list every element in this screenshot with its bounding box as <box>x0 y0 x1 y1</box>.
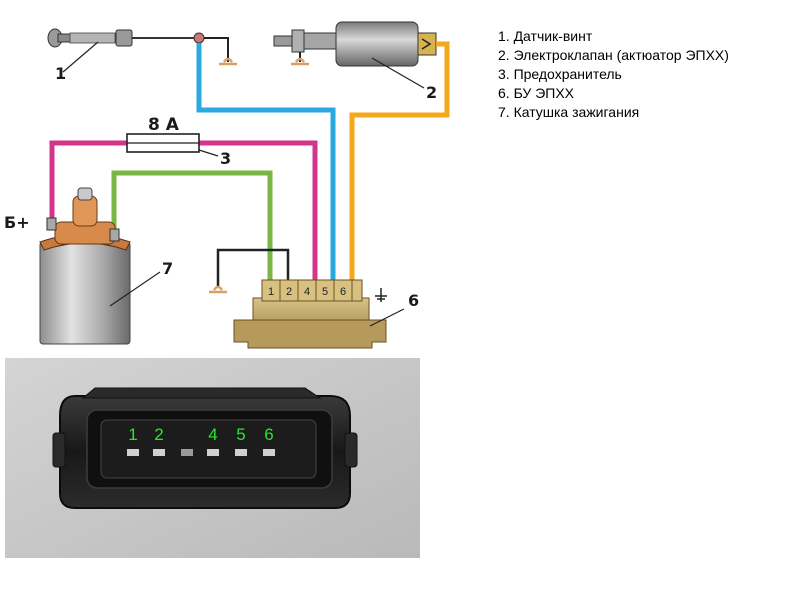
callout-leader <box>371 57 425 89</box>
callout-valve: 2 <box>426 83 437 102</box>
photo-pin-label: 6 <box>264 425 273 444</box>
wire-black <box>216 248 290 288</box>
photo-pin-label: 5 <box>236 425 245 444</box>
callout-leader <box>198 149 219 157</box>
pin-label: 6 <box>340 286 346 298</box>
legend-item: 7. Катушка зажигания <box>498 104 640 120</box>
battery-plus-label: Б+ <box>4 213 30 232</box>
callout-fuse: 3 <box>220 149 231 168</box>
sensor-screw <box>47 28 237 66</box>
callout-control-unit: 6 <box>408 291 419 310</box>
wire-orange <box>349 41 450 280</box>
legend-item: 1. Датчик-винт <box>498 28 593 44</box>
fuse-rating: 8 А <box>148 115 180 135</box>
ignition-coil <box>39 187 131 345</box>
photo-pin-label: 2 <box>154 425 163 444</box>
photo-pin-labels: 1 2 4 5 6 <box>128 425 273 444</box>
pin-label: 2 <box>286 286 292 298</box>
pin-label: 4 <box>304 286 310 298</box>
legend-item: 2. Электроклапан (актюатор ЭПХХ) <box>498 47 729 63</box>
ground-symbol <box>209 285 227 294</box>
legend: 1. Датчик-винт 2. Электроклапан (актюато… <box>498 27 729 122</box>
control-unit <box>233 279 387 349</box>
wire-blue <box>196 43 336 280</box>
callout-leader <box>369 308 405 327</box>
wiring-diagram: 1 2 8 А 3 Б+ 7 <box>4 21 450 349</box>
legend-item: 3. Предохранитель <box>498 66 622 82</box>
callout-leader <box>62 41 99 73</box>
connector-housing <box>52 387 358 509</box>
unit-ground-mark <box>375 288 387 302</box>
wire-green <box>111 170 273 280</box>
fuse <box>126 133 200 153</box>
legend-item: 6. БУ ЭПХХ <box>498 85 575 101</box>
connector-photo: 1 2 4 5 6 <box>5 358 420 558</box>
pin-label: 5 <box>322 286 328 298</box>
callout-sensor: 1 <box>55 64 66 83</box>
control-unit-pins: 1 2 4 5 6 <box>261 279 353 302</box>
pin-label: 1 <box>268 286 274 298</box>
photo-pin-label: 4 <box>208 425 217 444</box>
callout-coil: 7 <box>162 259 173 278</box>
photo-pin-label: 1 <box>128 425 137 444</box>
callout-leader <box>109 271 161 307</box>
solenoid-valve <box>273 21 437 67</box>
connector-terminals <box>127 449 275 456</box>
